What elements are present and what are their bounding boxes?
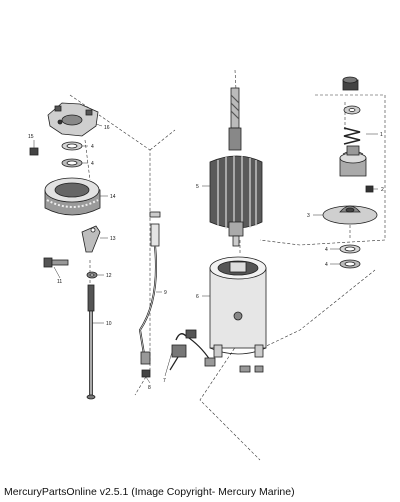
- part-7-brush-holder: [169, 329, 216, 371]
- part-drive-stop-collar: [343, 105, 361, 115]
- callout-14: 14: [110, 194, 116, 200]
- part-12-washer: [86, 271, 98, 279]
- part-9-lead-wire: [138, 211, 161, 365]
- part-drive-spring: [343, 127, 361, 145]
- part-1-drive-pinion: [339, 145, 367, 177]
- part-13-terminal-bracket: [81, 225, 101, 253]
- part-16-brush-plate: [47, 102, 99, 137]
- callout-7: 7: [163, 378, 166, 384]
- callout-8: 8: [148, 385, 151, 391]
- starter-motor-exploded-diagram: 1 2 3 4 4 4 4 5 6 7 8 9 10 11 12 13 14 1…: [28, 69, 386, 461]
- callout-9: 9: [164, 290, 167, 296]
- part-4-washer-upper-right: [339, 244, 361, 254]
- part-11-bolt: [43, 257, 69, 268]
- part-drive-nut: [342, 76, 359, 91]
- callout-1: 1: [380, 132, 383, 138]
- part-2-nut: [365, 185, 374, 193]
- part-8-nut: [141, 369, 151, 378]
- callout-2: 2: [381, 187, 384, 193]
- callout-13: 13: [110, 236, 116, 242]
- leader-lines: [33, 123, 378, 384]
- footer-bar: MercuryPartsOnline v2.5.1 (Image Copyrig…: [0, 484, 400, 502]
- part-10-through-bolt: [86, 284, 96, 400]
- part-6-field-frame: [209, 256, 267, 373]
- callout-4-upper-left: 4: [91, 144, 94, 150]
- callout-4-lower-right: 4: [325, 262, 328, 268]
- callout-3: 3: [307, 213, 310, 219]
- callout-16: 16: [104, 125, 110, 131]
- part-15-nut: [29, 147, 39, 156]
- callout-4-lower-left: 4: [91, 161, 94, 167]
- part-4-washer-lower-left: [61, 158, 83, 168]
- part-4-washer-upper-left: [61, 141, 83, 151]
- part-5-armature: [209, 87, 263, 247]
- part-14-end-cap: [44, 177, 101, 216]
- callout-11: 11: [57, 279, 62, 285]
- callout-12: 12: [106, 273, 112, 279]
- copyright-caption: MercuryPartsOnline v2.5.1 (Image Copyrig…: [4, 486, 295, 498]
- callout-15: 15: [28, 134, 34, 140]
- part-4-washer-lower-right: [339, 259, 361, 269]
- part-3-drive-end-cap: [322, 205, 378, 225]
- callout-5: 5: [196, 184, 199, 190]
- callout-10: 10: [106, 321, 112, 327]
- callout-6: 6: [196, 294, 199, 300]
- callout-4-upper-right: 4: [325, 247, 328, 253]
